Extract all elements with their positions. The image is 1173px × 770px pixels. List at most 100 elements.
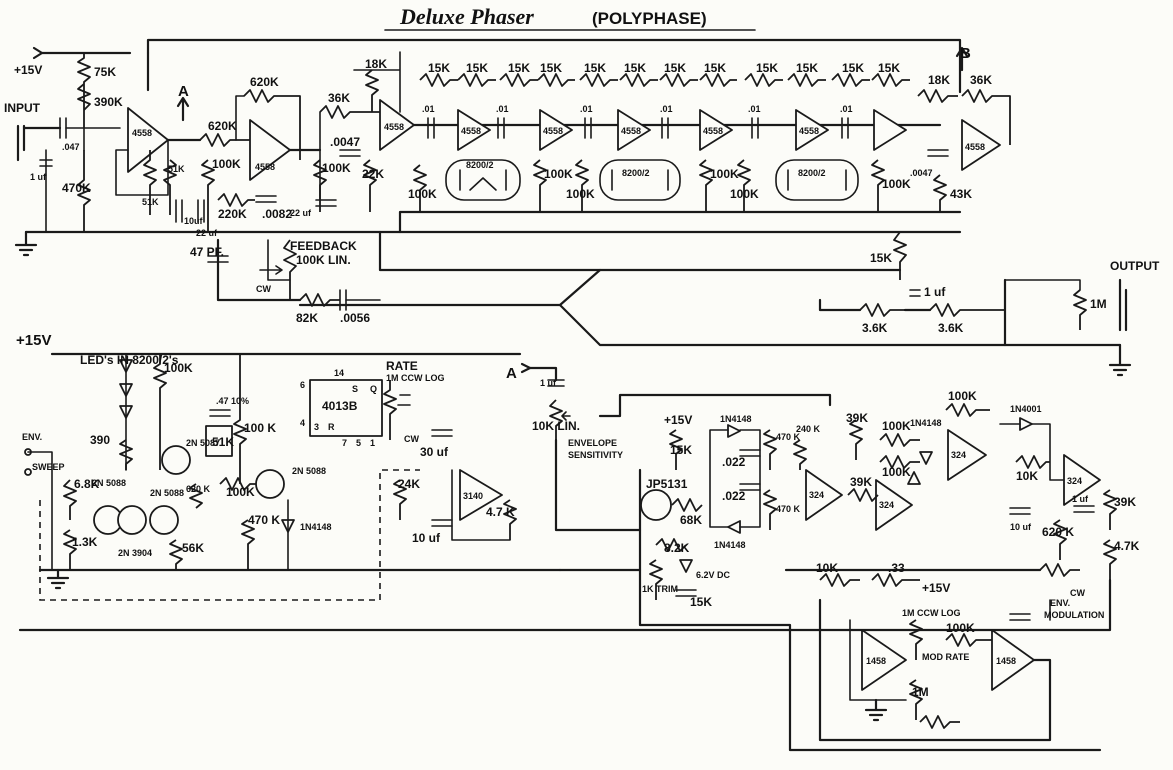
label-68k: 68K — [680, 513, 702, 527]
label-1uf-env: 1 uf — [540, 378, 557, 388]
label-100k-2: 100K — [544, 167, 573, 181]
label-390k: 390K — [94, 95, 123, 109]
resistor-100k-env-a — [879, 433, 920, 447]
label-diode-lfo: 1N4148 — [300, 522, 332, 532]
label-470k-a: 470 K — [776, 432, 801, 442]
label-620k-env: 620 K — [1042, 525, 1074, 539]
label-390: 390 — [90, 433, 110, 447]
resistor-39k-env-b — [847, 488, 879, 502]
resistor-100k-s1 — [413, 164, 427, 212]
transistor-q3 — [161, 445, 191, 475]
label-15k-5: 15K — [584, 61, 606, 75]
resistor-620k-a — [199, 133, 250, 147]
label-zener: 6.2V DC — [696, 570, 731, 580]
lamp-ldr-3 — [775, 159, 859, 201]
jfet-jp5131 — [640, 489, 672, 521]
label-220uf: 15K — [690, 595, 712, 609]
resistor-100k-s6 — [871, 159, 885, 212]
cap-1uf-env — [547, 379, 565, 387]
resistor-8k2 — [655, 538, 687, 552]
label-0082: .0082 — [262, 207, 292, 221]
ic-1458-b-label: 1458 — [996, 656, 1016, 666]
cap-220uf — [675, 589, 697, 597]
label-51k-lfo: 51K — [212, 435, 234, 449]
switch-sweep-contact — [24, 468, 32, 476]
label-1k3: 1.3K — [72, 535, 98, 549]
opamp-out — [961, 119, 1001, 171]
envelope-section — [18, 362, 1117, 752]
label-10k-env: 10K — [1016, 469, 1038, 483]
cap-0047-pre — [339, 149, 361, 157]
label-output: OUTPUT — [1110, 259, 1160, 273]
input-jack — [16, 124, 62, 162]
label-36k-out: 36K — [970, 73, 992, 87]
ic-4013b — [309, 379, 383, 437]
resistor-100k-lfo-b — [219, 477, 256, 491]
resistor-68k — [671, 498, 703, 512]
label-36k-pre: 36K — [328, 91, 350, 105]
label-pin-14: 14 — [334, 368, 344, 378]
resistor-15k-s3a — [744, 73, 783, 87]
label-1m-out: 1M — [1090, 297, 1107, 311]
cap-1uf-out — [909, 289, 921, 297]
resistor-51k-b — [163, 159, 177, 215]
resistor-620k-env — [1053, 519, 1067, 560]
label-47-lfo: .47 10% — [216, 396, 249, 406]
label-supply-bottom: +15V — [16, 332, 51, 349]
lamp-ldr-2 — [599, 159, 681, 201]
label-15k-7: 15K — [664, 61, 686, 75]
resistor-56k — [169, 539, 183, 570]
label-470k-in: 470K — [62, 181, 91, 195]
resistor-100k-s3 — [575, 159, 589, 212]
label-620k-a: 620K — [208, 119, 237, 133]
cap-22uf-pre — [197, 199, 205, 223]
label-input: INPUT — [4, 101, 41, 115]
resistor-15k-s1c — [499, 73, 538, 87]
label-1uf-env-b: 1 uf — [1072, 494, 1089, 504]
label-rate-pot: 1M CCW LOG — [386, 373, 445, 383]
label-15k-6: 15K — [624, 61, 646, 75]
label-100k-lfo-a: 100 K — [244, 421, 276, 435]
label-100k-pre: 100K — [212, 157, 241, 171]
trim-pot-1k — [649, 559, 663, 600]
label-100k-3: 100K — [566, 187, 595, 201]
label-51k-a: 51K — [168, 164, 185, 174]
resistor-470k-in — [77, 150, 91, 232]
ic-ap5-label: 4558 — [799, 126, 819, 136]
label-trim: 1K TRIM — [642, 584, 678, 594]
resistor-100k-s2 — [533, 159, 547, 212]
ground-symbol-top — [14, 230, 38, 257]
label-pin-6: 6 — [300, 380, 305, 390]
diode-1n4148-d — [907, 471, 921, 485]
point-a-arrow — [176, 96, 190, 122]
opamp-allpass-3 — [617, 109, 651, 151]
ic-out-label: 4558 — [965, 142, 985, 152]
resistor-100k-pre — [201, 159, 215, 232]
cap-47pf — [207, 255, 229, 263]
label-43k: 43K — [950, 187, 972, 201]
resistor-15k-s2c — [659, 73, 698, 87]
ground-symbol-lfo — [46, 568, 70, 590]
ic-3140-label: 3140 — [463, 491, 483, 501]
label-2k7: 10K — [816, 561, 838, 575]
resistor-3k6-b — [929, 303, 1005, 317]
label-15k-1: 15K — [428, 61, 450, 75]
label-15k-3: 15K — [508, 61, 530, 75]
resistor-330 — [871, 573, 920, 587]
ground-symbol-mod — [864, 698, 888, 722]
resistor-15k-s1b — [457, 73, 496, 87]
schematic-title: Deluxe Phaser (POLYPHASE) — [384, 4, 756, 31]
resistor-75k-mod — [945, 633, 992, 647]
resistor-4k7-lfo — [503, 499, 517, 540]
feedback-pot — [283, 239, 297, 300]
label-100k-b: 100K — [322, 161, 351, 175]
rate-pot — [383, 380, 397, 440]
label-cap-01-6: .01 — [840, 104, 853, 114]
resistor-39k-env-a — [849, 419, 863, 460]
env-mod-pot — [1039, 563, 1080, 577]
label-q4: 2N 5088 — [150, 488, 184, 498]
resistor-6k8 — [63, 479, 77, 520]
ic-ap4-label: 4558 — [703, 126, 723, 136]
label-047: .047 — [62, 142, 80, 152]
diode-1n4001 — [1019, 417, 1033, 431]
